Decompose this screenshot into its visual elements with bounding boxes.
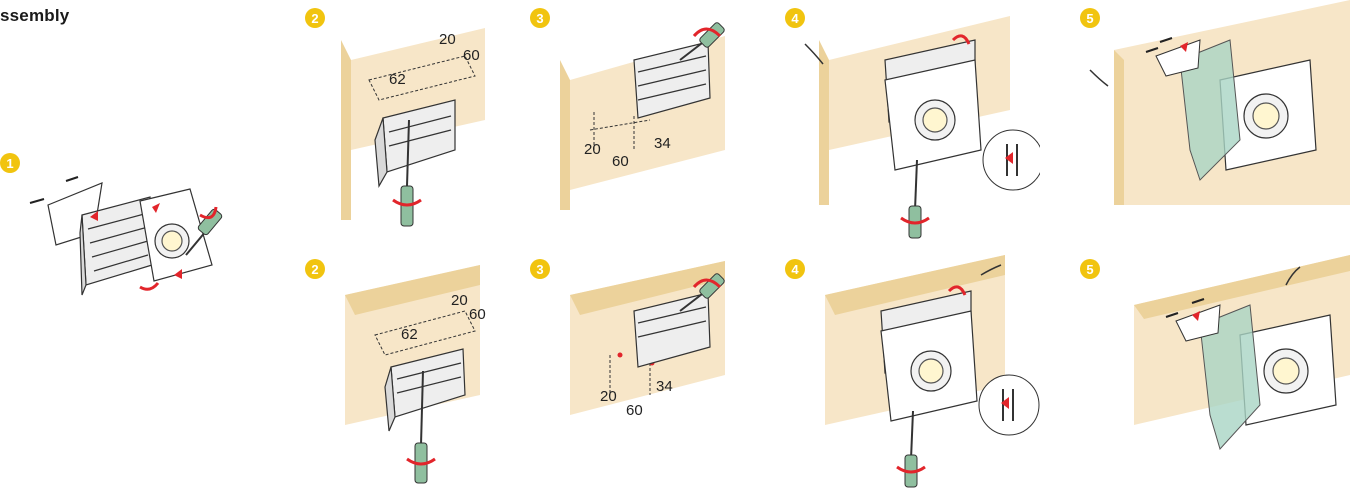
svg-text:1: 1 <box>6 156 13 171</box>
svg-text:20: 20 <box>584 141 601 158</box>
svg-text:5: 5 <box>1086 11 1093 26</box>
step-3-bottom-panel: 3 20 60 34 <box>530 255 730 445</box>
step-3-bottom-badge: 3 <box>530 259 550 279</box>
step-5-bottom-panel: 5 <box>1080 255 1350 455</box>
light-housing <box>880 290 978 422</box>
step-5-bottom-badge: 5 <box>1080 259 1100 279</box>
screwdriver-icon <box>406 370 436 484</box>
cable-icon <box>804 43 824 65</box>
step-4-bottom-panel: 4 <box>785 255 1040 489</box>
step-5-top-panel: 5 <box>1080 0 1350 210</box>
svg-text:60: 60 <box>626 402 643 419</box>
light-housing <box>384 348 466 432</box>
screw-icon <box>29 176 79 204</box>
drill-template <box>368 55 476 101</box>
glass-cover <box>1179 39 1241 181</box>
step-4-top-badge: 4 <box>785 8 805 28</box>
cable-icon <box>1285 266 1301 286</box>
screw-icon <box>1145 37 1173 53</box>
light-housing <box>374 99 456 188</box>
svg-text:2: 2 <box>311 262 318 277</box>
svg-text:60: 60 <box>612 153 629 170</box>
svg-text:3: 3 <box>536 262 543 277</box>
glass-cover <box>1199 304 1261 450</box>
step-4-bottom-badge: 4 <box>785 259 805 279</box>
svg-text:20: 20 <box>451 292 468 309</box>
svg-text:20: 20 <box>439 31 456 48</box>
svg-text:2: 2 <box>311 11 318 26</box>
screwdriver-icon <box>679 273 725 312</box>
svg-text:60: 60 <box>463 47 480 64</box>
light-housing <box>633 292 711 368</box>
light-housing <box>633 41 711 119</box>
svg-text:62: 62 <box>389 71 406 88</box>
step-2-bottom-panel: 2 20 60 62 <box>305 255 495 489</box>
screwdriver-icon <box>679 22 725 61</box>
connector-detail <box>982 129 1040 191</box>
step-3-top-badge: 3 <box>530 8 550 28</box>
svg-text:4: 4 <box>791 11 799 26</box>
light-housing <box>79 188 213 296</box>
drill-template <box>589 112 651 150</box>
step-3-top-panel: 3 20 60 34 <box>530 0 730 215</box>
step-2-bottom-badge: 2 <box>305 259 325 279</box>
cover-plate <box>1175 304 1221 342</box>
svg-text:3: 3 <box>536 11 543 26</box>
step-1-illustration: 1 <box>0 153 223 296</box>
cable-icon <box>980 264 1002 276</box>
svg-text:60: 60 <box>469 306 486 323</box>
connector-detail <box>978 374 1040 436</box>
svg-text:5: 5 <box>1086 262 1093 277</box>
screwdriver-icon <box>896 285 967 488</box>
light-housing <box>1219 59 1317 171</box>
step-1-panel: 1 <box>0 145 260 315</box>
svg-text:4: 4 <box>791 262 799 277</box>
page-title: ssembly <box>0 6 70 25</box>
step-1-badge: 1 <box>0 153 20 173</box>
light-housing <box>1239 314 1337 426</box>
svg-text:34: 34 <box>656 378 673 395</box>
direction-arrows <box>90 203 218 291</box>
svg-text:62: 62 <box>401 326 418 343</box>
svg-text:34: 34 <box>654 135 671 152</box>
step-2-top-badge: 2 <box>305 8 325 28</box>
svg-text:20: 20 <box>600 388 617 405</box>
step-2-top-panel: 2 20 60 62 <box>305 0 495 240</box>
light-housing <box>884 39 982 171</box>
step-5-top-badge: 5 <box>1080 8 1100 28</box>
screwdriver-icon <box>900 34 971 239</box>
screwdriver-icon <box>392 119 422 227</box>
drill-template <box>374 310 476 356</box>
step-4-top-panel: 4 <box>785 0 1040 240</box>
screw-icon <box>1165 298 1205 318</box>
cable-icon <box>1089 69 1109 87</box>
